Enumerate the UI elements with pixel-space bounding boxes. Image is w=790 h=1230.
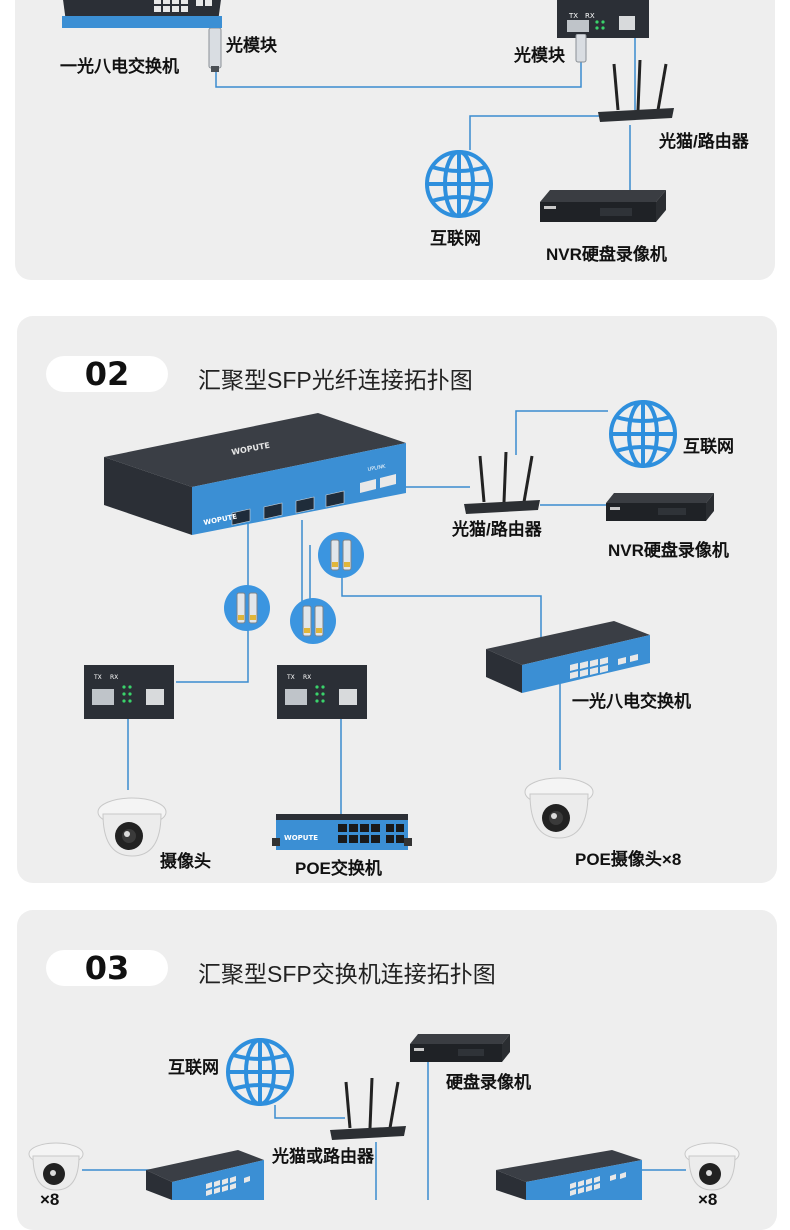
switch-icon — [62, 0, 222, 30]
router-label: 光猫/路由器 — [452, 520, 542, 539]
section3-links — [82, 1060, 686, 1200]
router-icon — [328, 1077, 408, 1144]
converter-tx-text: TX — [93, 674, 102, 681]
internet-label: 互联网 — [168, 1058, 219, 1077]
svg-text:RX: RX — [303, 674, 311, 681]
svg-text:TX: TX — [286, 674, 295, 681]
section2-title: 汇聚型SFP光纤连接拓扑图 — [198, 367, 473, 393]
router-icon — [596, 59, 676, 126]
nvr-label: NVR硬盘录像机 — [546, 245, 667, 264]
svg-text:TX: TX — [568, 12, 578, 20]
switch-icon — [146, 1150, 264, 1200]
switch-label: 一光八电交换机 — [60, 57, 179, 76]
media-converter-icon: TX RX — [277, 665, 367, 719]
nvr-icon — [540, 190, 666, 234]
media-converter-icon: TX RX — [557, 0, 649, 38]
section3-title: 汇聚型SFP交换机连接拓扑图 — [198, 961, 496, 987]
switch-label: 一光八电交换机 — [572, 692, 691, 711]
section2-number: 02 — [46, 356, 168, 392]
poe-switch-icon: WOPUTE — [272, 810, 412, 854]
nvr-icon — [410, 1034, 510, 1068]
globe-icon — [608, 399, 678, 469]
sfp-module-icon — [575, 33, 587, 64]
converter-rx-text: RX — [110, 674, 118, 681]
section1-panel — [15, 0, 775, 280]
camera-label: 摄像头 — [160, 852, 211, 871]
internet-label: 互联网 — [683, 437, 734, 456]
sfp-module-icon — [224, 585, 270, 631]
switch-icon — [496, 1150, 642, 1200]
sfp-module-icon — [318, 532, 364, 578]
module-right-label: 光模块 — [514, 46, 565, 65]
sfp-module-icon — [208, 27, 222, 72]
dome-camera-icon — [28, 1138, 84, 1194]
router-label: 光猫或路由器 — [272, 1147, 374, 1166]
svg-text:WOPUTE: WOPUTE — [284, 834, 318, 842]
right-count-label: ×8 — [698, 1190, 718, 1209]
dome-camera-icon — [97, 790, 167, 860]
left-count-label: ×8 — [40, 1190, 60, 1209]
module-left-label: 光模块 — [226, 36, 277, 55]
router-icon — [462, 451, 542, 518]
poe-cameras-label: POE摄像头×8 — [575, 850, 682, 869]
nvr-icon — [606, 493, 714, 531]
sfp-module-icon — [290, 598, 336, 644]
globe-icon — [225, 1037, 295, 1107]
sfp-switch-icon: WOPUTE UPLINK WOPUTE — [104, 413, 406, 539]
section2-links — [127, 410, 608, 815]
recorder-label: 硬盘录像机 — [446, 1073, 531, 1092]
dome-camera-icon — [524, 770, 594, 842]
router-label: 光猫/路由器 — [659, 132, 749, 151]
poe-switch-label: POE交换机 — [295, 859, 382, 878]
dome-camera-icon — [684, 1138, 740, 1194]
switch-icon — [486, 621, 650, 697]
globe-icon — [424, 149, 494, 219]
nvr-label: NVR硬盘录像机 — [608, 541, 729, 560]
svg-text:UPLINK: UPLINK — [367, 464, 386, 473]
svg-text:RX: RX — [585, 12, 595, 20]
internet-label: 互联网 — [430, 229, 481, 248]
media-converter-icon: TX RX — [84, 665, 174, 719]
section1-links — [215, 28, 636, 192]
section3-number: 03 — [46, 950, 168, 986]
